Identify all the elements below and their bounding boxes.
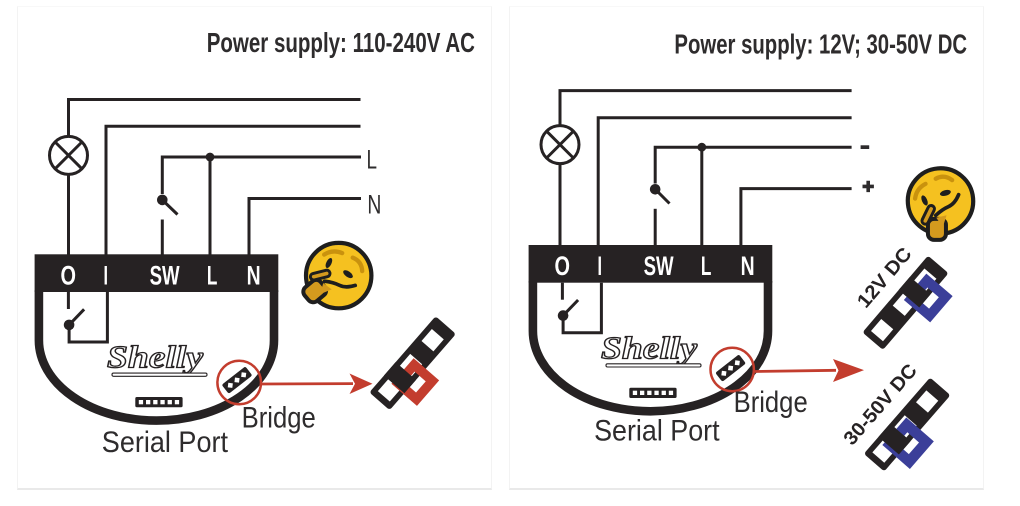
svg-text:L: L [367, 144, 378, 174]
svg-text:Serial Port: Serial Port [594, 414, 720, 447]
svg-text:Bridge: Bridge [734, 386, 808, 419]
svg-text:Power supply: 12V; 30-50V DC: Power supply: 12V; 30-50V DC [674, 29, 967, 60]
svg-text:Serial Port: Serial Port [102, 426, 228, 459]
svg-text:Bridge: Bridge [242, 401, 316, 434]
svg-text:N: N [367, 190, 381, 220]
svg-text:Power supply: 110-240V AC: Power supply: 110-240V AC [207, 27, 475, 58]
